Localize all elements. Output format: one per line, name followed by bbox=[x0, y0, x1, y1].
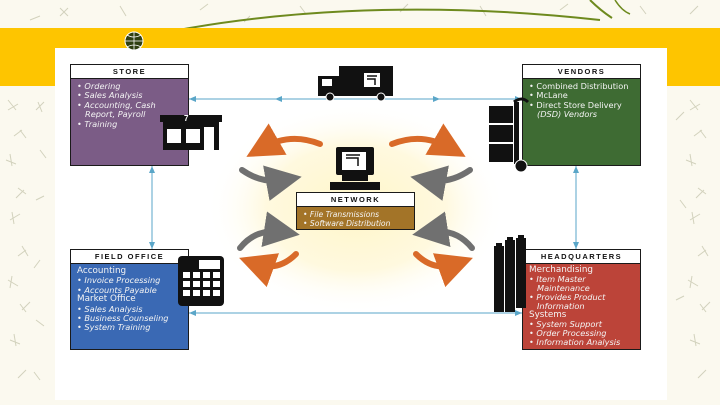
list-item: • Ordering bbox=[77, 81, 121, 91]
list-item: • Item Master bbox=[529, 274, 586, 284]
network-list: • File Transmissions • Software Distribu… bbox=[297, 207, 414, 231]
list-item: • Software Distribution bbox=[303, 219, 391, 228]
list-item: • System Support bbox=[529, 319, 602, 329]
section-heading: Merchandising bbox=[529, 265, 594, 275]
headquarters-list: Merchandising • Item Master Maintenance … bbox=[523, 264, 640, 350]
network-box: NETWORK • File Transmissions • Software … bbox=[296, 192, 415, 230]
calculator-icon bbox=[178, 256, 224, 306]
list-item: • Business Counseling bbox=[77, 313, 169, 324]
headquarters-box: HEADQUARTERS Merchandising • Item Master… bbox=[522, 249, 641, 350]
arrow-from-headquarters bbox=[412, 211, 475, 251]
network-title: NETWORK bbox=[297, 193, 414, 207]
list-item: Report, Payroll bbox=[85, 109, 146, 120]
field-office-list: Accounting • Invoice Processing • Accoun… bbox=[71, 264, 188, 336]
list-item: • Provides Product bbox=[529, 292, 606, 302]
arrow-to-vendors bbox=[389, 123, 466, 157]
list-item: • Sales Analysis bbox=[77, 303, 143, 314]
storefront-sign: 7 bbox=[184, 114, 189, 123]
store-title: STORE bbox=[71, 65, 188, 79]
list-item: Maintenance bbox=[537, 283, 590, 293]
arrow-from-store bbox=[239, 165, 302, 201]
vendors-list: • Combined Distribution • McLane • Direc… bbox=[523, 79, 640, 123]
section-heading: Market Office bbox=[77, 294, 136, 305]
storefront-icon: 7 bbox=[160, 114, 222, 150]
outbound-arrows bbox=[239, 123, 473, 288]
vendors-box: VENDORS • Combined Distribution • McLane… bbox=[522, 64, 641, 166]
computer-icon bbox=[330, 147, 380, 190]
arrow-from-field-office bbox=[237, 211, 300, 251]
list-item: • Accounts Payable bbox=[77, 284, 157, 295]
list-item: • Direct Store Delivery bbox=[529, 99, 622, 110]
list-item: (DSD) Vendors bbox=[537, 109, 597, 120]
list-item: Information bbox=[537, 301, 585, 311]
list-item: • Invoice Processing bbox=[77, 275, 161, 286]
headquarters-title: HEADQUARTERS bbox=[523, 250, 640, 264]
section-heading: Accounting bbox=[77, 266, 127, 276]
arrow-from-vendors bbox=[410, 165, 473, 201]
arrow-to-field-office bbox=[239, 251, 299, 288]
list-item: • Training bbox=[77, 118, 118, 129]
list-item: • McLane bbox=[529, 90, 568, 101]
list-item: • File Transmissions bbox=[303, 210, 380, 219]
list-item: • Information Analysis bbox=[529, 337, 621, 347]
field-office-box: FIELD OFFICE Accounting • Invoice Proces… bbox=[70, 249, 189, 350]
arrow-to-store bbox=[246, 123, 323, 157]
binders-icon bbox=[494, 235, 526, 312]
globe-icon bbox=[124, 31, 144, 51]
list-item: • Combined Distribution bbox=[529, 81, 629, 91]
section-heading: Systems bbox=[529, 310, 567, 320]
list-item: • Accounting, Cash bbox=[77, 99, 156, 110]
store-list: • Ordering • Sales Analysis • Accounting… bbox=[71, 79, 188, 132]
arrow-to-headquarters bbox=[413, 251, 473, 288]
list-item: • Order Processing bbox=[529, 328, 607, 338]
hand-truck-icon bbox=[489, 97, 530, 173]
connector-lines bbox=[151, 98, 577, 314]
inbound-arrows bbox=[237, 165, 475, 251]
list-item: • System Training bbox=[77, 322, 151, 333]
truck-icon bbox=[318, 66, 393, 102]
list-item: • Sales Analysis bbox=[77, 90, 143, 101]
field-office-title: FIELD OFFICE bbox=[71, 250, 188, 264]
vendors-title: VENDORS bbox=[523, 65, 640, 79]
